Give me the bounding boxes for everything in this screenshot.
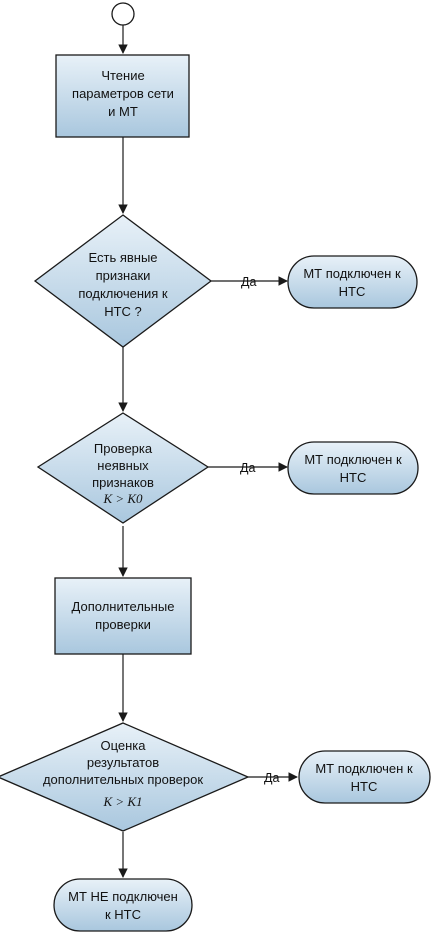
svg-text:НТС: НТС [339,284,366,299]
svg-text:дополнительных проверок: дополнительных проверок [43,772,203,787]
yes-label: Да [264,771,279,785]
svg-text:Чтение: Чтение [101,68,144,83]
svg-text:НТС: НТС [351,779,378,794]
svg-text:параметров сети: параметров сети [72,86,174,101]
svg-text:НТС ?: НТС ? [104,304,142,319]
svg-text:и МТ: и МТ [108,104,138,119]
svg-text:Дополнительные: Дополнительные [72,599,175,614]
svg-text:K > K0: K > K0 [102,491,143,506]
yes-label: Да [241,275,256,289]
yes-label: Да [240,461,255,475]
process-read-params: Чтение параметров сети и МТ [55,54,190,138]
svg-text:проверки: проверки [95,617,151,632]
svg-text:результатов: результатов [87,755,159,770]
decision-implicit-signs: Проверка неявных признаков K > K0 [36,412,210,524]
start-node [111,2,135,26]
terminal-not-connected: МТ НЕ подключен к НТС [53,878,193,932]
svg-text:Проверка: Проверка [94,441,153,456]
svg-text:K > K1: K > K1 [102,794,142,809]
svg-text:НТС: НТС [340,470,367,485]
svg-text:Есть явные: Есть явные [88,250,157,265]
svg-text:к НТС: к НТС [105,907,141,922]
terminal-connected-2: МТ подключен к НТС [287,441,419,495]
svg-text:Оценка: Оценка [100,738,146,753]
terminal-connected-3: МТ подключен к НТС [298,750,431,804]
svg-text:МТ подключен к: МТ подключен к [303,266,401,281]
process-extra-checks: Дополнительные проверки [54,577,192,655]
svg-text:МТ подключен к: МТ подключен к [304,452,402,467]
svg-text:подключения к: подключения к [78,286,168,301]
svg-text:признаки: признаки [96,268,151,283]
svg-text:признаков: признаков [92,475,154,490]
terminal-connected-1: МТ подключен к НТС [287,255,418,309]
svg-text:МТ НЕ подключен: МТ НЕ подключен [68,889,178,904]
svg-text:МТ подключен к: МТ подключен к [315,761,413,776]
decision-evaluate: Оценка результатов дополнительных провер… [0,722,250,832]
decision-explicit-signs: Есть явные признаки подключения к НТС ? [33,214,213,348]
svg-text:неявных: неявных [97,458,149,473]
